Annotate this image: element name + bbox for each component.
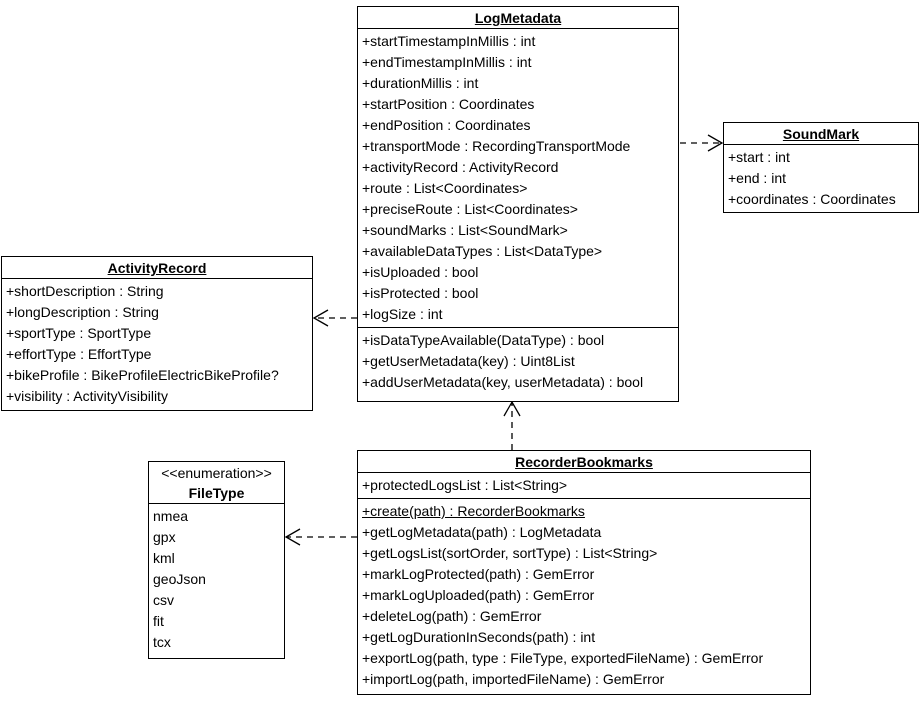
attributes-section: +start : int +end : int +coordinates : Coo… — [724, 145, 918, 212]
member-row: +route : List<Coordinates> — [362, 180, 528, 196]
member-row: +logSize : int — [362, 306, 443, 322]
member-row: gpx — [153, 529, 176, 545]
member-row: +getLogsList(sortOrder, sortType) : List… — [362, 545, 658, 561]
member-row: +addUserMetadata(key, userMetadata) : bo… — [362, 374, 644, 390]
class-name: LogMetadata — [474, 10, 562, 26]
member-row: +bikeProfile : BikeProfileElectricBikePr… — [6, 367, 279, 383]
member-row: +deleteLog(path) : GemError — [362, 608, 542, 624]
member-row: +isProtected : bool — [362, 285, 479, 301]
arrowhead-filetype — [284, 528, 301, 546]
class-logmetadata: LogMetadata +startTimestampInMillis : in… — [357, 6, 679, 402]
member-row: +visibility : ActivityVisibility — [6, 388, 168, 404]
member-row: +preciseRoute : List<Coordinates> — [362, 201, 578, 217]
attributes-section: +startTimestampInMillis : int +endTimesta… — [358, 29, 678, 327]
member-row: +availableDataTypes : List<DataType> — [362, 243, 603, 259]
member-row: +isUploaded : bool — [362, 264, 479, 280]
attributes-section: +shortDescription : String +longDescripti… — [2, 279, 312, 409]
member-row: tcx — [153, 634, 171, 650]
member-row: +activityRecord : ActivityRecord — [362, 159, 559, 175]
member-row: +shortDescription : String — [6, 283, 164, 299]
member-row: +endPosition : Coordinates — [362, 117, 531, 133]
arrowhead-logmetadata — [503, 400, 521, 417]
member-row: +effortType : EffortType — [6, 346, 152, 362]
methods-section: +isDataTypeAvailable(DataType) : bool +ge… — [358, 327, 678, 395]
member-row: +start : int — [728, 149, 790, 165]
member-row: +transportMode : RecordingTransportMode — [362, 138, 631, 154]
member-row: +startTimestampInMillis : int — [362, 33, 536, 49]
class-recorderbookmarks: RecorderBookmarks +protectedLogsList : L… — [357, 450, 811, 695]
member-row: fit — [153, 613, 164, 629]
member-row: csv — [153, 592, 174, 608]
class-soundmark: SoundMark +start : int +end : int +coordin… — [723, 122, 919, 213]
member-row: +getUserMetadata(key) : Uint8List — [362, 353, 575, 369]
member-row: +sportType : SportType — [6, 325, 152, 341]
class-activityrecord: ActivityRecord +shortDescription : Strin… — [1, 256, 313, 411]
member-row: +getLogMetadata(path) : LogMetadata — [362, 524, 602, 540]
literals-section: nmea gpx kml geoJson csv fit tcx — [149, 504, 284, 655]
member-row: +protectedLogsList : List<String> — [362, 477, 568, 493]
member-row: +isDataTypeAvailable(DataType) : bool — [362, 332, 605, 348]
member-row: +importLog(path, importedFileName) : Gem… — [362, 671, 665, 687]
class-name: RecorderBookmarks — [515, 454, 653, 470]
member-row: +create(path) : RecorderBookmarks — [362, 503, 585, 519]
member-row: +durationMillis : int — [362, 75, 479, 91]
class-name: ActivityRecord — [107, 260, 207, 276]
stereotype-label: <<enumeration>> — [161, 465, 272, 481]
member-row: +end : int — [728, 170, 786, 186]
class-filetype: <<enumeration>> FileType nmea gpx kml geoJs… — [148, 461, 285, 659]
class-name: SoundMark — [782, 126, 860, 142]
member-row: +getLogDurationInSeconds(path) : int — [362, 629, 596, 645]
methods-section: +create(path) : RecorderBookmarks +getLog… — [358, 498, 810, 692]
member-row: +markLogProtected(path) : GemError — [362, 566, 595, 582]
class-name: FileType — [188, 485, 245, 501]
member-row: +soundMarks : List<SoundMark> — [362, 222, 568, 238]
member-row: +exportLog(path, type : FileType, export… — [362, 650, 764, 666]
member-row: +endTimestampInMillis : int — [362, 54, 532, 70]
member-row: nmea — [153, 508, 189, 524]
member-row: kml — [153, 550, 175, 566]
member-row: +startPosition : Coordinates — [362, 96, 535, 112]
arrowhead-soundmark — [707, 134, 724, 152]
member-row: +markLogUploaded(path) : GemError — [362, 587, 595, 603]
member-row: geoJson — [153, 571, 206, 587]
member-row: +coordinates : Coordinates — [728, 191, 896, 207]
arrowhead-activityrecord — [312, 309, 329, 327]
attributes-section: +protectedLogsList : List<String> — [358, 473, 810, 498]
member-row: +longDescription : String — [6, 304, 159, 320]
